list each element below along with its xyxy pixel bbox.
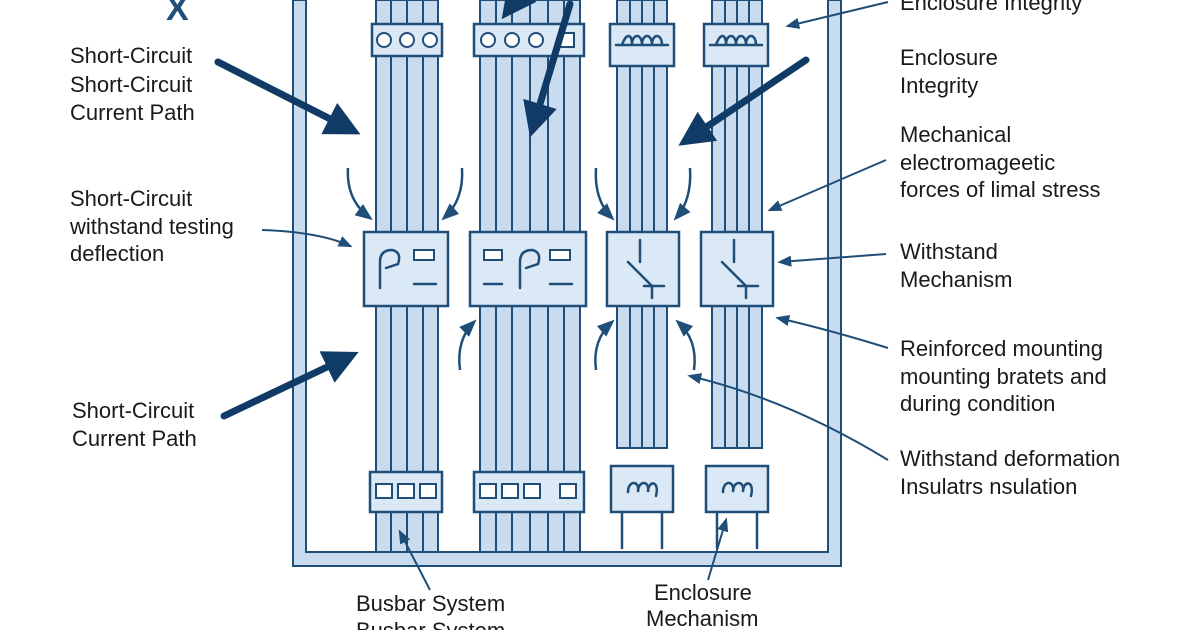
label-right-4-line-1: Withstand [900, 239, 998, 264]
label-left-1-line-3: Current Path [70, 100, 195, 125]
label-right-5-line-3: during condition [900, 391, 1055, 416]
label-right-6-line-1: Withstand deformation [900, 446, 1120, 471]
label-bottom-2-line-1: Enclosure [654, 580, 752, 605]
label-right-3-line-1: Mechanical [900, 122, 1011, 147]
force-arrows [346, 167, 696, 371]
label-right-2-line-2: Integrity [900, 73, 978, 98]
label-left-1-line-2: Short-Circuit [70, 72, 192, 97]
label-right-3: Mechanical electromageetic forces of lim… [900, 122, 1101, 202]
breaker-box-1 [362, 230, 450, 308]
terminal-block-bottom-2 [472, 470, 586, 514]
label-left-2-line-1: Short-Circuit [70, 186, 192, 211]
label-left-1: Short-Circuit Short-Circuit Current Path [70, 43, 195, 125]
label-right-4: Withstand Mechanism [900, 239, 1012, 292]
coil-block-bottom-4 [704, 464, 770, 550]
label-left-2: Short-Circuit withstand testing deflecti… [69, 186, 234, 266]
label-right-4-line-2: Mechanism [900, 267, 1012, 292]
label-right-5: Reinforced mounting mounting bratets and… [900, 336, 1107, 416]
label-left-3-line-1: Short-Circuit [72, 398, 194, 423]
label-bottom-2: Enclosure Mechanism [646, 580, 758, 630]
leader-arrows [261, 1, 889, 591]
label-left-3-line-2: Current Path [72, 426, 197, 451]
terminal-block-top-1 [370, 22, 444, 58]
coil-block-bottom-3 [609, 464, 675, 550]
label-bottom-1-line-2: Busbar System [356, 618, 505, 630]
label-bottom-2-line-2: Mechanism [646, 606, 758, 630]
label-right-1-line-1: Enclosure Integrity [900, 0, 1082, 15]
logo-mark: X [166, 0, 189, 28]
coil-block-top-3 [608, 22, 676, 68]
label-left-2-line-2: withstand testing [69, 214, 234, 239]
heavy-arrows [214, 0, 810, 420]
switch-box-3 [605, 230, 681, 308]
enclosure-frame [292, 0, 842, 567]
label-bottom-1: Busbar System Busbar System [356, 591, 505, 630]
label-bottom-1-line-1: Busbar System [356, 591, 505, 616]
label-left-3: Short-Circuit Current Path [72, 398, 197, 451]
busbar-group-3 [616, 0, 668, 449]
terminal-block-bottom-1 [368, 470, 444, 514]
label-left-1-line-1: Short-Circuit [70, 43, 192, 68]
switch-box-4 [699, 230, 775, 308]
label-right-3-line-3: forces of limal stress [900, 177, 1101, 202]
label-right-6-line-2: Insulatrs nsulation [900, 474, 1077, 499]
label-right-1: Enclosure Integrity [900, 0, 1082, 15]
coil-block-top-4 [702, 22, 770, 68]
breaker-box-2 [468, 230, 588, 308]
label-left-2-line-3: deflection [70, 241, 164, 266]
terminal-block-top-2 [472, 22, 586, 58]
label-right-2: Enclosure Integrity [900, 45, 998, 98]
label-right-2-line-1: Enclosure [900, 45, 998, 70]
label-right-5-line-1: Reinforced mounting [900, 336, 1103, 361]
label-right-5-line-2: mounting bratets and [900, 364, 1107, 389]
label-right-6: Withstand deformation Insulatrs nsulatio… [900, 446, 1120, 499]
label-right-3-line-2: electromageetic [900, 150, 1055, 175]
busbar-group-4 [711, 0, 763, 449]
